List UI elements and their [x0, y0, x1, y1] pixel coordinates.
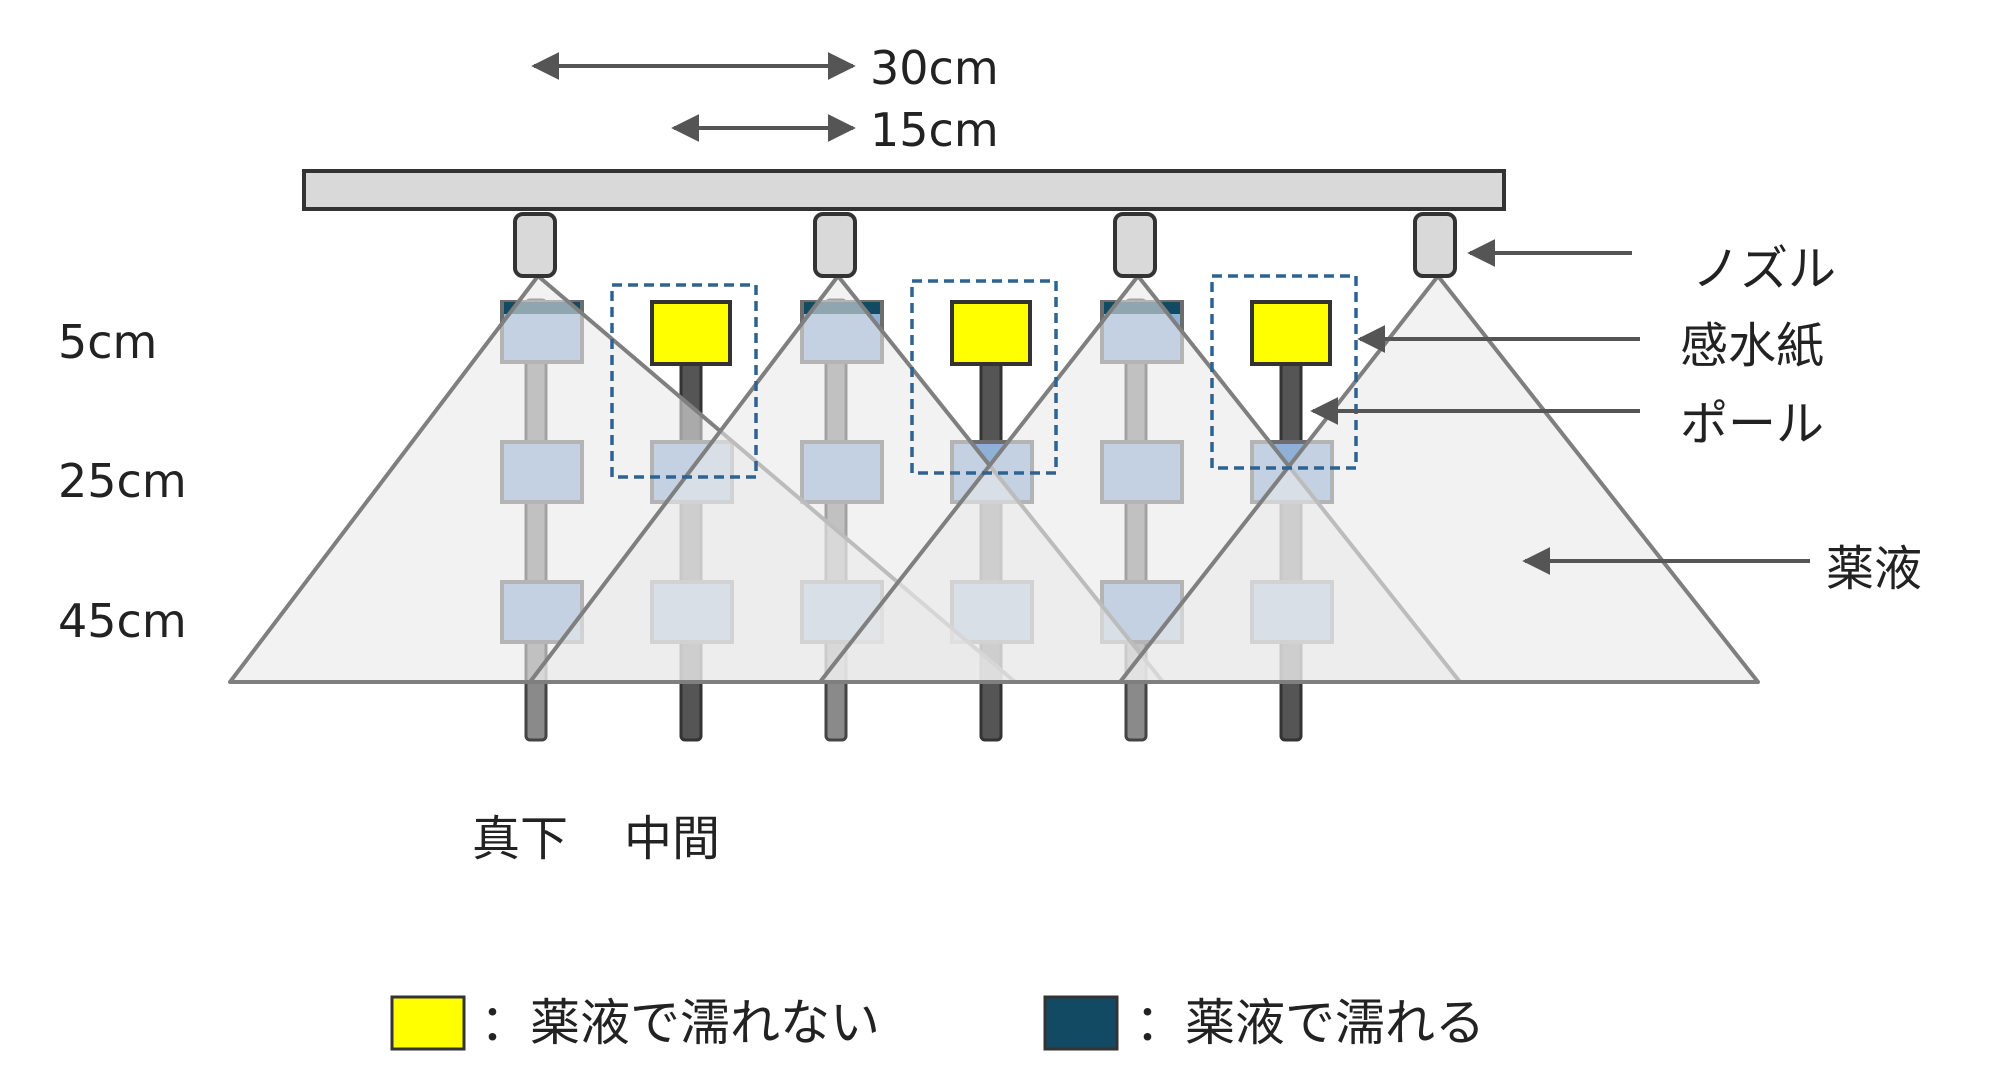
height-25-label: 25cm — [58, 454, 187, 508]
nozzle-2 — [813, 212, 857, 278]
card-middle-2-5cm — [950, 300, 1032, 366]
dashed-box-1 — [610, 283, 758, 479]
boom-bar — [302, 169, 1506, 211]
nozzles — [513, 212, 1457, 278]
height-5-label: 5cm — [58, 315, 157, 369]
card-middle-3-5cm — [1250, 300, 1332, 366]
nozzle-3 — [1113, 212, 1157, 278]
dashed-box-2 — [910, 279, 1058, 475]
middle-label: 中間 — [624, 811, 720, 867]
nozzle-4 — [1413, 212, 1457, 278]
card-middle-1-5cm — [650, 300, 732, 366]
callout-arrows — [1310, 239, 1810, 575]
dashed-box-3 — [1210, 274, 1358, 470]
legend: ：薬液で濡れない ：薬液で濡れる — [390, 994, 1485, 1052]
paper-label: 感水紙 — [1680, 318, 1824, 374]
legend-label-wet: ：薬液で濡れる — [1135, 994, 1485, 1052]
dashed-boxes — [610, 274, 1358, 479]
directly-below-label: 真下 — [472, 811, 568, 867]
spray-cones — [228, 274, 1760, 684]
spray-cone-4 — [1118, 274, 1760, 684]
dim-15-label: 15cm — [870, 103, 999, 157]
legend-swatch-dry — [390, 995, 466, 1051]
nozzle-1 — [513, 212, 557, 278]
pole-label: ポール — [1680, 396, 1824, 452]
dim-30-label: 30cm — [870, 41, 999, 95]
spray-label: 薬液 — [1826, 541, 1922, 597]
nozzle-label: ノズル — [1692, 241, 1836, 297]
legend-label-dry: ：薬液で濡れない — [480, 994, 880, 1052]
height-45-label: 45cm — [58, 594, 187, 648]
legend-swatch-wet — [1043, 995, 1119, 1051]
dimension-arrows — [531, 52, 856, 142]
